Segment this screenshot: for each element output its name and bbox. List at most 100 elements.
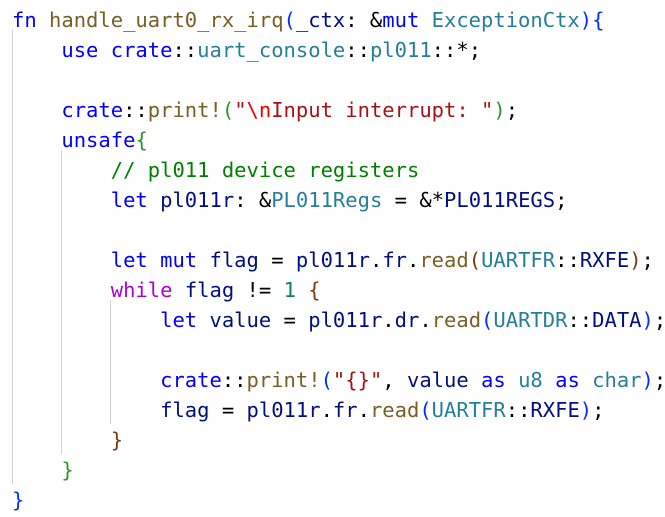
code-token: mut (382, 8, 432, 32)
code-token: ExceptionCtx (431, 8, 580, 32)
code-token: ; (653, 308, 665, 332)
code-token: UARTFR (431, 398, 506, 422)
code-token: print! (246, 368, 321, 392)
indent-guide-level-3 (110, 300, 111, 424)
code-token: Input interrupt: " (271, 98, 494, 122)
code-token: ( (283, 8, 296, 32)
code-token: :: (555, 248, 580, 272)
code-token: ( (419, 398, 432, 422)
code-token: read (431, 308, 482, 332)
code-token: crate (110, 38, 173, 62)
code-token (12, 428, 111, 452)
code-token: as (481, 368, 519, 392)
code-line[interactable]: } (12, 455, 74, 485)
code-token: uart_console (197, 38, 346, 62)
code-token: UARTDR (493, 308, 568, 332)
code-token (543, 368, 555, 392)
code-token: { (308, 278, 321, 302)
code-token: pl011r (295, 248, 370, 272)
code-token: mut (160, 248, 210, 272)
code-token: . (320, 398, 333, 422)
code-token: dr (394, 308, 420, 332)
code-token: = (209, 398, 247, 422)
code-token: " (234, 98, 247, 122)
code-line[interactable]: fn handle_uart0_rx_irq(_ctx: &mut Except… (12, 5, 604, 35)
code-token: :: (345, 38, 370, 62)
code-token: flag (160, 398, 210, 422)
code-token: flag (209, 248, 259, 272)
code-token: use (61, 38, 111, 62)
code-token: : & (345, 8, 383, 32)
code-line[interactable]: crate::print!("{}", value as u8 as char)… (12, 365, 665, 395)
code-token: { (592, 8, 605, 32)
code-line[interactable]: let pl011r: &PL011Regs = &*PL011REGS; (12, 185, 568, 215)
code-token: while (110, 278, 185, 302)
code-token: flag (184, 278, 235, 302)
code-token: . (419, 308, 432, 332)
code-token: . (407, 248, 420, 272)
code-line[interactable]: flag = pl011r.fr.read(UARTFR::RXFE); (12, 395, 604, 425)
code-token: } (12, 488, 25, 512)
code-token: ; (505, 98, 519, 122)
code-token: _ctx (295, 8, 346, 32)
code-token: u8 (518, 368, 543, 392)
code-token: ; (641, 248, 654, 272)
code-token: handle_uart0_rx_irq (49, 8, 284, 32)
code-line[interactable]: unsafe{ (12, 125, 148, 155)
code-token (12, 158, 111, 182)
code-line[interactable]: use crate::uart_console::pl011::*; (12, 35, 481, 65)
code-token: UARTFR (481, 248, 556, 272)
code-token: = (258, 248, 296, 272)
code-token: . (369, 248, 383, 272)
code-token: = (271, 308, 309, 332)
code-line[interactable]: while flag != 1 { (12, 275, 321, 305)
code-token: :: (123, 98, 148, 122)
code-token: :: (567, 308, 593, 332)
code-token (12, 128, 61, 152)
code-token (469, 368, 481, 392)
code-token: ) (493, 98, 506, 122)
code-token: unsafe (61, 128, 136, 152)
code-token: ; (653, 368, 665, 392)
code-token (12, 38, 61, 62)
code-token: ) (641, 368, 654, 392)
code-line[interactable]: // pl011 device registers (12, 155, 420, 185)
code-token: print! (147, 98, 222, 122)
code-token: let (160, 308, 210, 332)
code-token: ( (481, 308, 494, 332)
code-token: let (110, 188, 161, 212)
code-token: pl011r (160, 188, 235, 212)
code-token: { (135, 128, 148, 152)
code-line[interactable]: let value = pl011r.dr.read(UARTDR::DATA)… (12, 305, 665, 335)
code-token: read (369, 398, 420, 422)
code-line[interactable]: crate::print!("\nInput interrupt: "); (12, 95, 518, 125)
code-token: crate (160, 368, 222, 392)
code-token: fn (12, 8, 50, 32)
code-token: crate (61, 98, 124, 122)
code-line[interactable]: } (12, 485, 24, 515)
code-line[interactable]: let mut flag = pl011r.fr.read(UARTFR::RX… (12, 245, 654, 275)
code-token: RXFE (530, 398, 580, 422)
code-token: ) (629, 248, 642, 272)
code-token: \n (246, 98, 272, 122)
code-token: :: (505, 398, 531, 422)
code-token: . (382, 308, 395, 332)
code-token (12, 188, 111, 212)
code-line[interactable]: } (12, 425, 123, 455)
code-token (12, 278, 111, 302)
code-token: ( (221, 98, 235, 122)
code-token: let (110, 248, 161, 272)
code-token: :: (172, 38, 198, 62)
code-token: ) (579, 398, 593, 422)
indent-guide-level-2 (61, 150, 62, 454)
code-token: // pl011 device registers (110, 158, 420, 182)
code-token: ::*; (431, 38, 482, 62)
code-token: , (382, 368, 407, 392)
code-token: } (61, 458, 74, 482)
code-token: . (357, 398, 370, 422)
code-token: pl011r (246, 398, 321, 422)
code-token (12, 368, 160, 392)
code-token: ) (641, 308, 654, 332)
code-token (12, 308, 160, 332)
